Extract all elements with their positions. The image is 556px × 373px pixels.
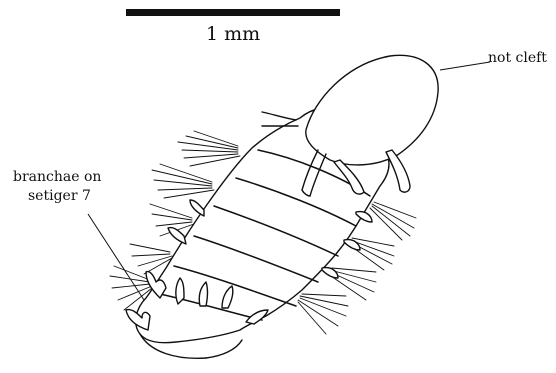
chaetae-right-1 [370, 202, 416, 240]
label-branchiae-line1: branchae on [13, 169, 101, 185]
leader-not-cleft [440, 62, 490, 70]
chaetae-left-1 [178, 131, 240, 166]
prostomium [306, 55, 438, 165]
scale-bar-label: 1 mm [206, 23, 260, 45]
leader-branchiae [88, 214, 144, 300]
label-not-cleft: not cleft [488, 50, 547, 66]
scale-bar [126, 9, 340, 16]
chaetae-left-2 [152, 164, 214, 198]
chaetae-right-4 [298, 294, 348, 334]
label-branchiae-line2: setiger 7 [28, 188, 91, 204]
